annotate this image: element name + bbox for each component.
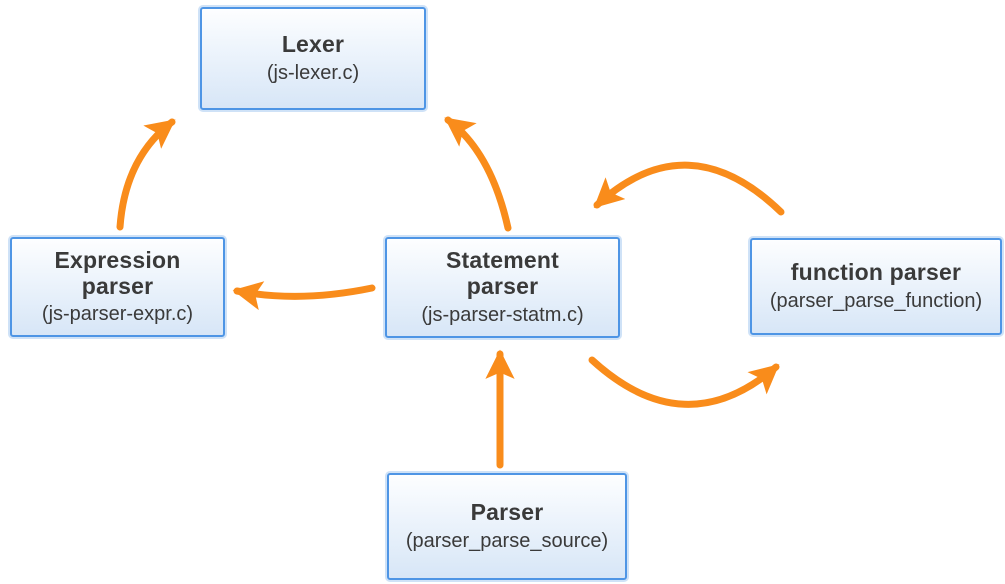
edge-statement-parser-to-expression-parser: [232, 281, 376, 311]
node-lexer: Lexer (js-lexer.c): [200, 7, 426, 110]
node-lexer-subtitle: (js-lexer.c): [266, 61, 360, 84]
edge-statement-parser-to-lexer: [444, 116, 512, 232]
node-parser-subtitle: (parser_parse_source): [405, 529, 609, 552]
node-expression-parser-subtitle: (js-parser-expr.c): [41, 303, 194, 326]
node-expression-parser: Expression parser (js-parser-expr.c): [10, 237, 225, 337]
edge-function-parser-to-statement-parser: [593, 161, 785, 216]
node-function-parser: function parser (parser_parse_function): [750, 238, 1002, 335]
node-lexer-title: Lexer: [281, 31, 345, 58]
node-function-parser-title: function parser: [790, 259, 962, 286]
node-statement-parser-subtitle: (js-parser-statm.c): [421, 303, 584, 326]
edge-statement-parser-to-function-parser: [588, 356, 780, 408]
node-parser: Parser (parser_parse_source): [387, 473, 627, 580]
node-function-parser-subtitle: (parser_parse_function): [769, 289, 983, 312]
node-parser-title: Parser: [470, 499, 544, 526]
node-statement-parser: Statement parser (js-parser-statm.c): [385, 237, 620, 338]
edge-expression-parser-to-lexer: [116, 118, 176, 231]
node-statement-parser-title: Statement parser: [446, 247, 559, 299]
node-expression-parser-title: Expression parser: [54, 246, 181, 299]
